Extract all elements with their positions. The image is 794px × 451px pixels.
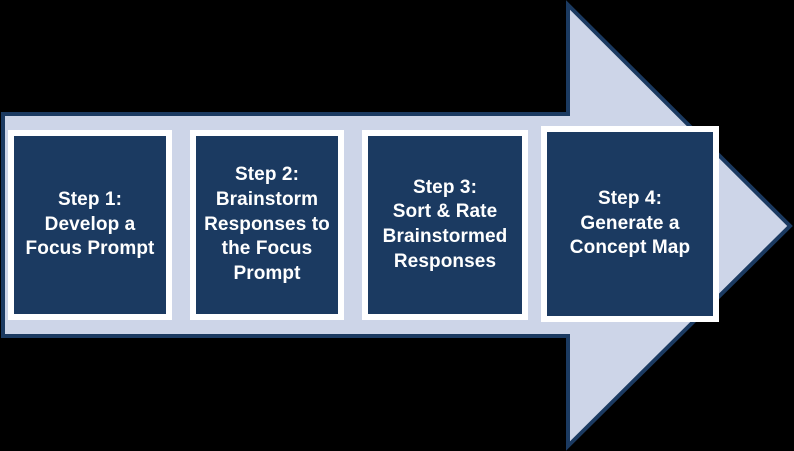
step-card-1-label: Step 1: Develop a Focus Prompt — [25, 188, 155, 260]
step-card-1[interactable]: Step 1: Develop a Focus Prompt — [8, 130, 172, 320]
step-card-2-label: Step 2: Brainstorm Responses to the Focu… — [204, 164, 330, 285]
step-card-3-label: Step 3: Sort & Rate Brainstormed Respons… — [382, 176, 508, 272]
step-card-3[interactable]: Step 3: Sort & Rate Brainstormed Respons… — [362, 130, 528, 320]
step-card-4[interactable]: Step 4: Generate a Concept Map — [541, 126, 719, 322]
step-card-2[interactable]: Step 2: Brainstorm Responses to the Focu… — [190, 130, 344, 320]
step-card-4-label: Step 4: Generate a Concept Map — [569, 187, 691, 259]
